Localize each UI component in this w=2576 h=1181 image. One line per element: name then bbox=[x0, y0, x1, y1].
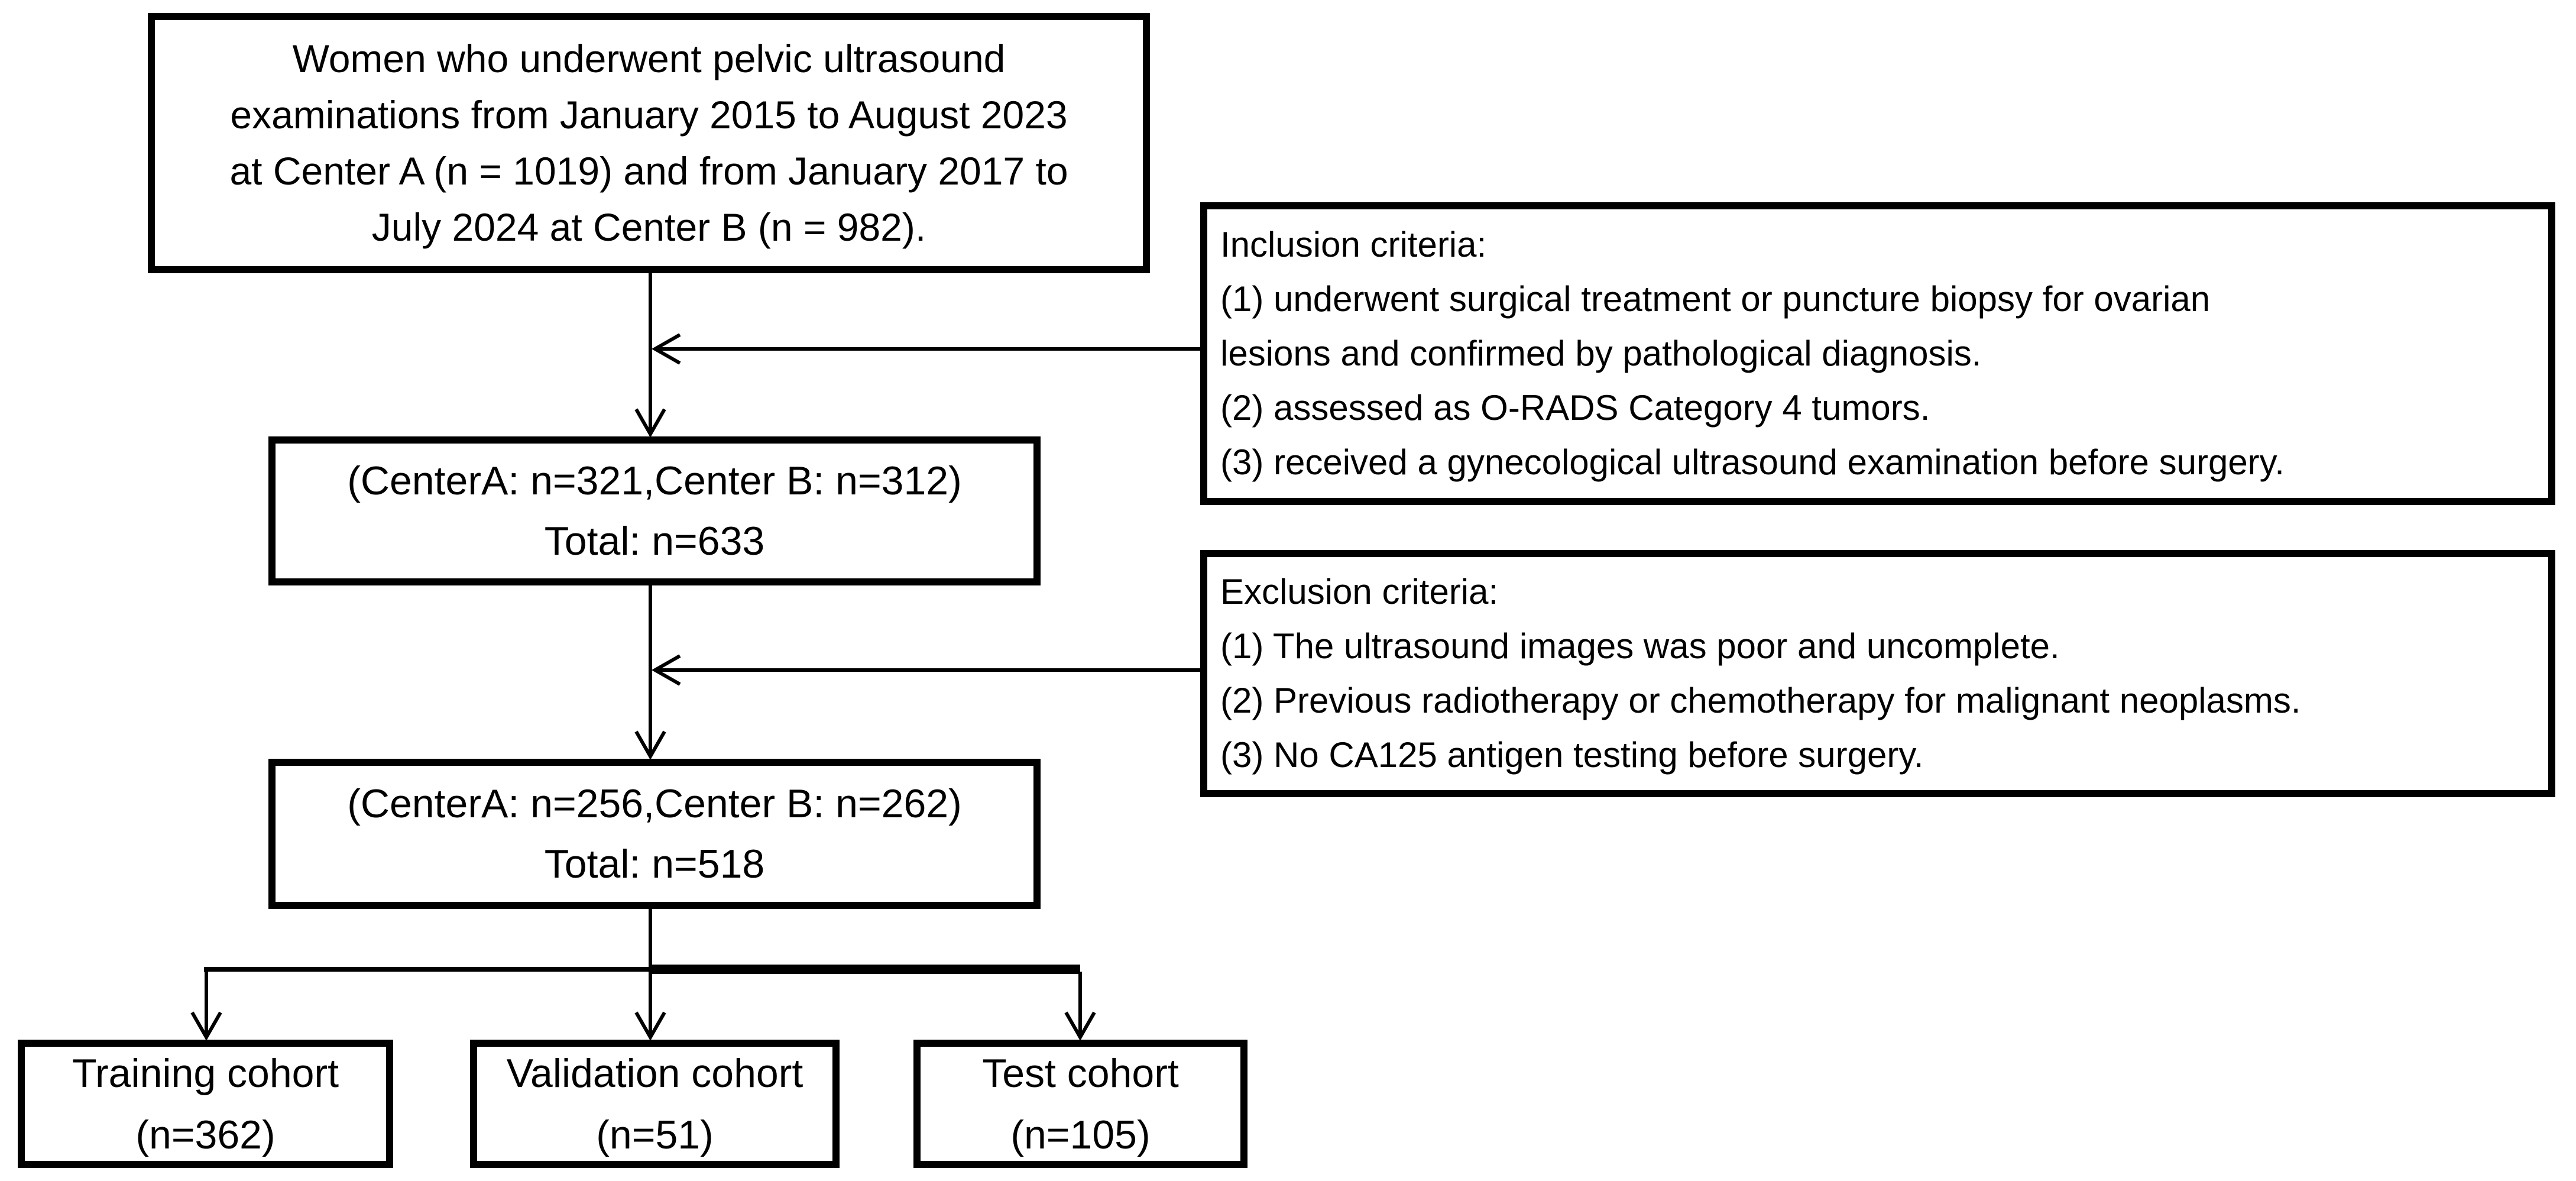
arrowhead-left-inclusion bbox=[651, 333, 681, 365]
after-exclusion-tally-box: (CenterA: n=256,Center B: n=262) Total: … bbox=[268, 759, 1041, 909]
exclusion-criteria-text: Exclusion criteria: (1) The ultrasound i… bbox=[1220, 572, 2301, 775]
arrowhead-down-training bbox=[190, 1011, 222, 1041]
arrowhead-down-validation bbox=[634, 1011, 666, 1041]
source-population-box: Women who underwent pelvic ultrasound ex… bbox=[148, 13, 1150, 273]
test-cohort-text: Test cohort (n=105) bbox=[982, 1050, 1179, 1157]
after-inclusion-tally-box: (CenterA: n=321,Center B: n=312) Total: … bbox=[268, 436, 1041, 585]
exclusion-criteria-box: Exclusion criteria: (1) The ultrasound i… bbox=[1200, 550, 2555, 797]
inclusion-criteria-text: Inclusion criteria: (1) underwent surgic… bbox=[1220, 225, 2285, 482]
after-inclusion-tally-text: (CenterA: n=321,Center B: n=312) Total: … bbox=[347, 458, 962, 564]
after-exclusion-tally-text: (CenterA: n=256,Center B: n=262) Total: … bbox=[347, 781, 962, 886]
validation-cohort-text: Validation cohort (n=51) bbox=[506, 1050, 803, 1157]
validation-cohort-box: Validation cohort (n=51) bbox=[470, 1040, 840, 1168]
test-cohort-box: Test cohort (n=105) bbox=[913, 1040, 1248, 1168]
arrowhead-down-after-inclusion bbox=[634, 408, 666, 438]
inclusion-criteria-box: Inclusion criteria: (1) underwent surgic… bbox=[1200, 202, 2555, 505]
arrowhead-down-after-exclusion bbox=[634, 730, 666, 761]
arrowhead-down-test bbox=[1064, 1011, 1096, 1041]
source-population-text: Women who underwent pelvic ultrasound ex… bbox=[229, 37, 1068, 249]
training-cohort-text: Training cohort (n=362) bbox=[72, 1050, 339, 1157]
training-cohort-box: Training cohort (n=362) bbox=[18, 1040, 393, 1168]
arrowhead-left-exclusion bbox=[651, 654, 681, 686]
